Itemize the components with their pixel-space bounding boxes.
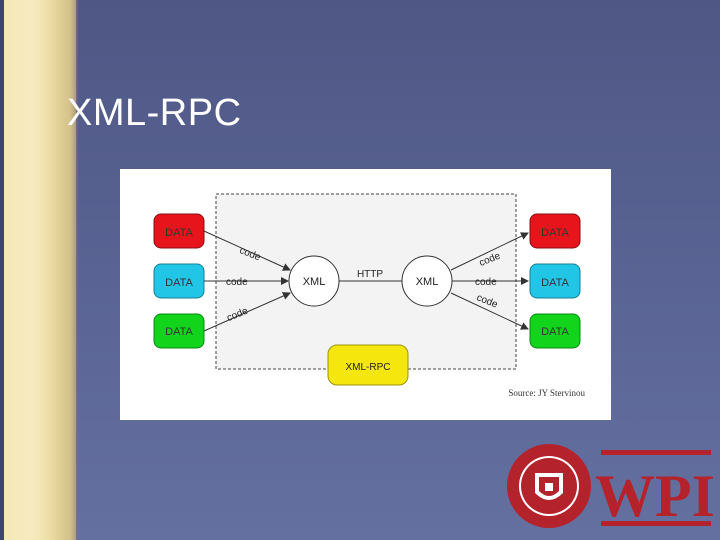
http-label: HTTP bbox=[357, 269, 383, 280]
slide-left-edge bbox=[0, 0, 4, 540]
left-data-label: DATA bbox=[165, 326, 193, 338]
left-code-label: code bbox=[226, 277, 248, 288]
right-data-label: DATA bbox=[541, 326, 569, 338]
right-arrow-bottom bbox=[450, 292, 529, 330]
right-code-label: code bbox=[475, 277, 497, 288]
left-data-box: DATA bbox=[153, 263, 205, 299]
left-arrow-bottom bbox=[203, 292, 291, 332]
left-data-box: DATA bbox=[153, 313, 205, 349]
side-band-shadow bbox=[38, 0, 78, 540]
svg-text:WPI: WPI bbox=[595, 463, 715, 529]
xml-rpc-box bbox=[327, 344, 409, 386]
left-data-label: DATA bbox=[165, 277, 193, 289]
left-xml-label: XML bbox=[303, 276, 326, 288]
right-data-label: DATA bbox=[541, 277, 569, 289]
slide-title: XML-RPC bbox=[67, 92, 242, 134]
right-data-label: DATA bbox=[541, 227, 569, 239]
left-data-box: DATA bbox=[153, 213, 205, 249]
right-xml-label: XML bbox=[416, 276, 439, 288]
diagram-svg: DATA DATA DATA DATA DATA DATA XML XML bbox=[153, 193, 581, 386]
xml-rpc-label: XML-RPC bbox=[345, 362, 390, 373]
right-data-box: DATA bbox=[529, 213, 581, 249]
source-note: Source: JY Stervinou bbox=[508, 388, 585, 398]
wpi-logo-svg: WPI bbox=[507, 444, 715, 529]
right-data-box: DATA bbox=[529, 313, 581, 349]
left-data-label: DATA bbox=[165, 227, 193, 239]
right-arrow-top bbox=[450, 232, 529, 271]
left-arrow-top bbox=[203, 230, 291, 271]
right-data-box: DATA bbox=[529, 263, 581, 299]
wpi-logo: WPI bbox=[505, 443, 715, 535]
xml-rpc-diagram: DATA DATA DATA DATA DATA DATA XML XML bbox=[120, 169, 611, 420]
